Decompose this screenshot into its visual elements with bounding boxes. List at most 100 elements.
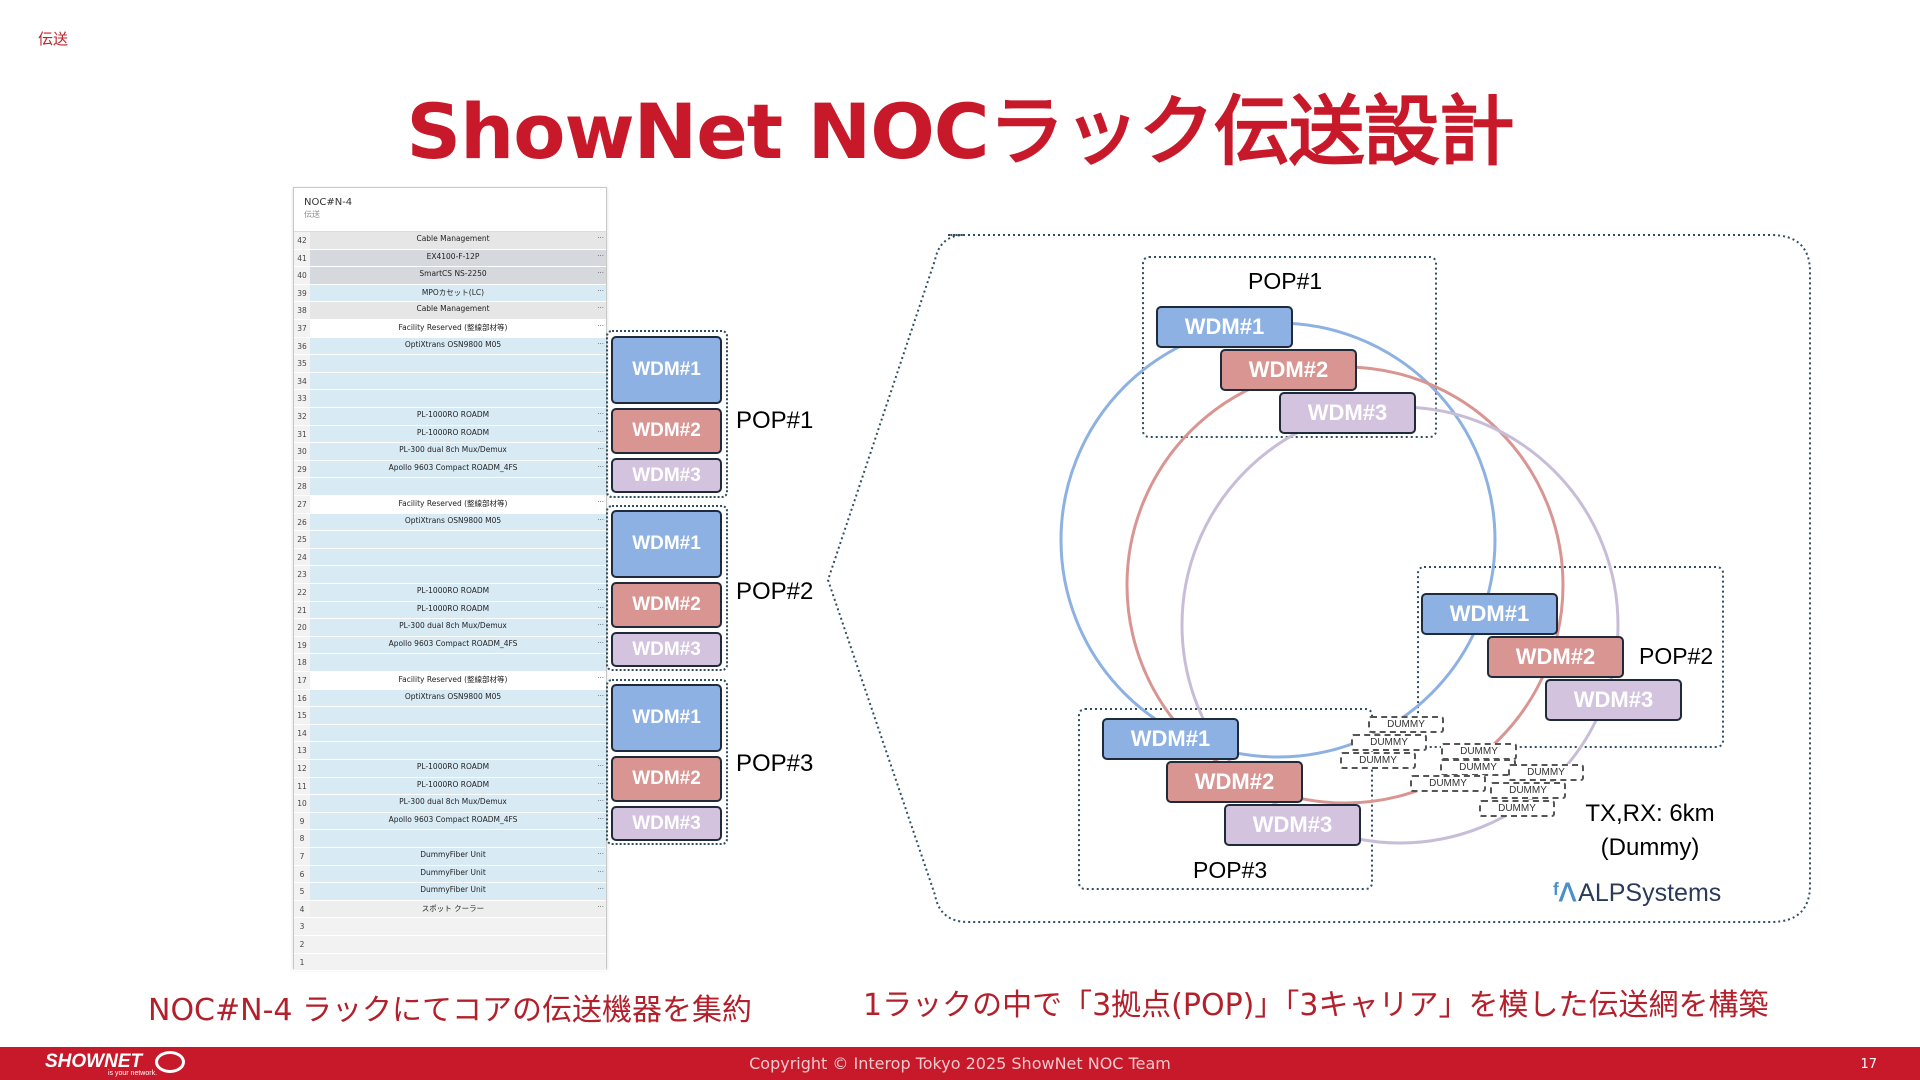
rack-unit-row[interactable]: 1 bbox=[294, 953, 606, 972]
rack-device-menu-icon[interactable]: ··· bbox=[597, 515, 604, 524]
rack-pop1-wdm1[interactable]: WDM#1 bbox=[611, 336, 722, 404]
rack-device-menu-icon[interactable]: ··· bbox=[597, 797, 604, 806]
rack-unit-number: 18 bbox=[294, 654, 310, 671]
page-title: ShowNet NOCラック伝送設計 bbox=[406, 87, 1514, 176]
rack-device-menu-icon[interactable]: ··· bbox=[597, 462, 604, 471]
rack-unit-row[interactable]: 35 bbox=[294, 355, 606, 373]
rack-pop1-wdm2[interactable]: WDM#2 bbox=[611, 408, 722, 454]
rack-pop1-wdm3[interactable]: WDM#3 bbox=[611, 458, 722, 493]
diagram-pop1-wdm1[interactable]: WDM#1 bbox=[1156, 306, 1293, 348]
rack-device-menu-icon[interactable]: ··· bbox=[597, 850, 604, 858]
rack-device-label: Apollo 9603 Compact ROADM_4FS bbox=[388, 638, 518, 648]
rack-device-menu-icon[interactable]: ··· bbox=[597, 779, 604, 788]
rack-device-label: PL-300 dual 8ch Mux/Demux bbox=[399, 445, 507, 455]
rack-unit-row[interactable]: 2 bbox=[294, 936, 606, 954]
rack-device-menu-icon[interactable]: ··· bbox=[597, 867, 604, 876]
rack-device-menu-icon[interactable]: ··· bbox=[597, 269, 604, 278]
diagram-pop1-wdm2[interactable]: WDM#2 bbox=[1220, 349, 1357, 391]
diagram-pop3-wdm3[interactable]: WDM#3 bbox=[1224, 804, 1361, 846]
diagram-pop1-wdm3[interactable]: WDM#3 bbox=[1279, 392, 1416, 434]
rack-unit-row[interactable]: 13 bbox=[294, 742, 606, 760]
rack-pop3-wdm3[interactable]: WDM#3 bbox=[611, 806, 722, 841]
rack-pop2-wdm1[interactable]: WDM#1 bbox=[611, 510, 722, 578]
rack-unit-row[interactable]: 18 bbox=[294, 654, 606, 672]
rack-device-menu-icon[interactable]: ··· bbox=[597, 286, 604, 295]
rack-unit-number: 32 bbox=[294, 408, 310, 425]
rack-device-menu-icon[interactable]: ··· bbox=[597, 234, 604, 242]
diagram-pop3-wdm1[interactable]: WDM#1 bbox=[1102, 718, 1239, 760]
rack-unit-row[interactable]: 33 bbox=[294, 390, 606, 408]
rack-device-label: Cable Management bbox=[416, 234, 490, 243]
rack-unit-row[interactable]: 3 bbox=[294, 918, 606, 936]
alpsystems-logo-icon: ᶠᐱ bbox=[1553, 879, 1577, 907]
rack-device-slot: DummyFiber Unit··· bbox=[310, 865, 606, 883]
rack-device-label: PL-300 dual 8ch Mux/Demux bbox=[399, 621, 507, 631]
rack-unit-row[interactable]: 34 bbox=[294, 372, 606, 391]
rack-device-slot: PL-1000RO ROADM··· bbox=[310, 584, 606, 601]
rack-device-menu-icon[interactable]: ··· bbox=[597, 691, 604, 700]
rack-unit-row[interactable]: 25 bbox=[294, 531, 606, 549]
rack-device-menu-icon[interactable]: ··· bbox=[597, 586, 604, 594]
rack-device-menu-icon[interactable]: ··· bbox=[597, 638, 604, 647]
diagram-pop2-wdm3[interactable]: WDM#3 bbox=[1545, 679, 1682, 721]
rack-device-menu-icon[interactable]: ··· bbox=[597, 603, 604, 612]
rack-device-menu-icon[interactable]: ··· bbox=[597, 445, 604, 454]
diagram-pop2-wdm1[interactable]: WDM#1 bbox=[1421, 593, 1558, 635]
rack-pop3-wdm2[interactable]: WDM#2 bbox=[611, 756, 722, 802]
rack-device-menu-icon[interactable]: ··· bbox=[597, 814, 604, 823]
rack-unit-row[interactable]: 8 bbox=[294, 830, 606, 848]
rack-device-menu-icon[interactable]: ··· bbox=[597, 304, 604, 313]
rack-device-menu-icon[interactable]: ··· bbox=[597, 621, 604, 630]
rack-device-menu-icon[interactable]: ··· bbox=[597, 762, 604, 770]
copyright: Copyright © Interop Tokyo 2025 ShowNet N… bbox=[749, 1054, 1171, 1073]
rack-unit-row[interactable]: 23 bbox=[294, 566, 606, 584]
diagram-pop2-wdm2[interactable]: WDM#2 bbox=[1487, 636, 1624, 678]
rack-device-menu-icon[interactable]: ··· bbox=[597, 410, 604, 418]
rack-unit-row[interactable]: 15 bbox=[294, 707, 606, 725]
rack-unit-row[interactable]: 28 bbox=[294, 478, 606, 496]
rack-unit-row[interactable]: 24 bbox=[294, 548, 606, 567]
rack-device-menu-icon[interactable]: ··· bbox=[597, 674, 604, 682]
rack-device-menu-icon[interactable]: ··· bbox=[597, 902, 604, 911]
rack-unit-row[interactable]: 14 bbox=[294, 724, 606, 743]
diagram-pop3-wdm2[interactable]: WDM#2 bbox=[1166, 761, 1303, 803]
rack-device-slot: PL-300 dual 8ch Mux/Demux ··· bbox=[310, 619, 606, 636]
rack-device-menu-icon[interactable]: ··· bbox=[597, 885, 604, 894]
rack-device-menu-icon[interactable]: ··· bbox=[597, 498, 604, 506]
rack-pop2-wdm2[interactable]: WDM#2 bbox=[611, 582, 722, 628]
rack-pop2-wdm3[interactable]: WDM#3 bbox=[611, 632, 722, 667]
rack-unit-number: 31 bbox=[294, 425, 310, 443]
rack-device-menu-icon[interactable]: ··· bbox=[597, 339, 604, 348]
rack-pop3-wdm1[interactable]: WDM#1 bbox=[611, 684, 722, 752]
rack-device-menu-icon[interactable]: ··· bbox=[597, 427, 604, 436]
rack-device-menu-icon[interactable]: ··· bbox=[597, 322, 604, 330]
rack-device-menu-icon[interactable]: ··· bbox=[597, 251, 604, 260]
